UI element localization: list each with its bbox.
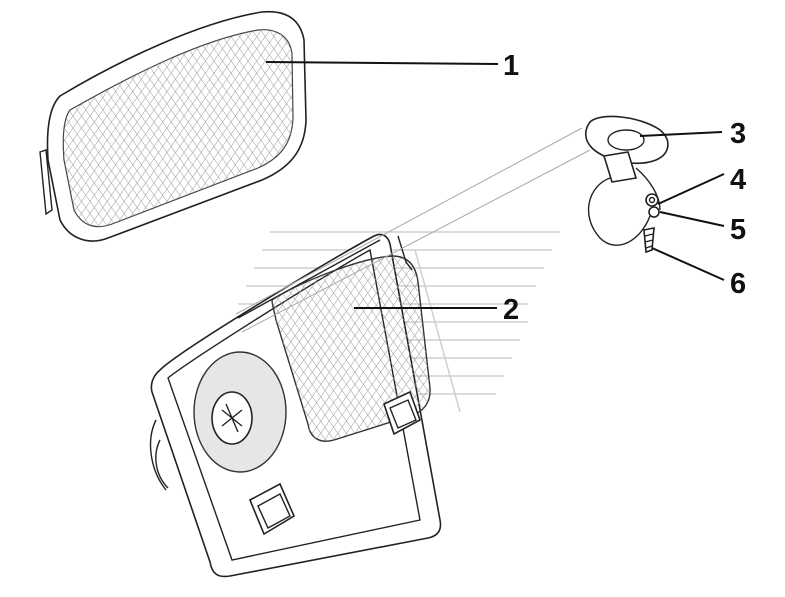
- callout-6: 6: [730, 268, 746, 300]
- callout-4: 4: [730, 164, 746, 196]
- leader-lines: [265, 61, 725, 309]
- callout-2: 2: [503, 294, 519, 326]
- lamp-housing-part: [149, 233, 442, 578]
- callout-5: 5: [730, 214, 746, 246]
- nut-part: [645, 193, 659, 207]
- callout-3: 3: [730, 118, 746, 150]
- bulb-holder-part: [584, 115, 669, 246]
- screw-part: [643, 227, 655, 254]
- washer-part: [648, 206, 660, 218]
- callout-1: 1: [503, 50, 519, 82]
- lens-part: [39, 10, 307, 242]
